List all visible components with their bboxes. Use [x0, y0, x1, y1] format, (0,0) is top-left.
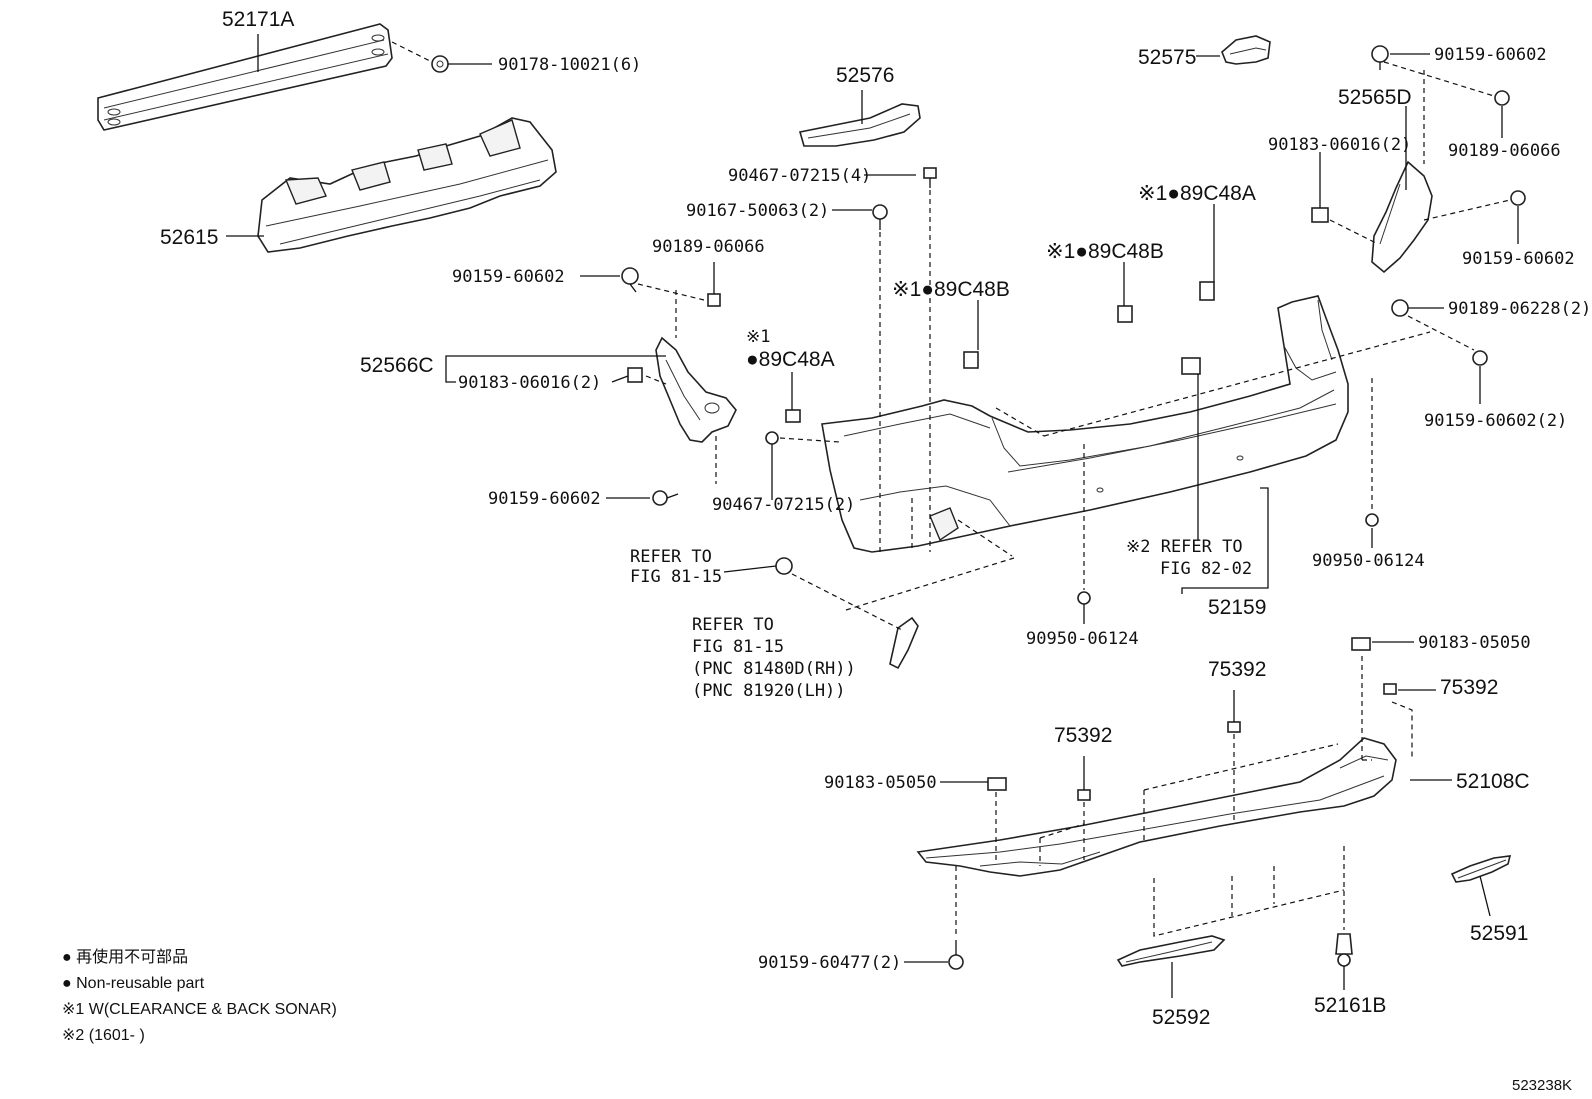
legend-line-1: ● 再使用不可部品	[62, 948, 188, 966]
label-90159-60602-right-mid[interactable]: 90159-60602	[1462, 249, 1575, 269]
label-refer2-line1[interactable]: REFER TO	[692, 615, 774, 635]
legend-line-4: ※2 (1601- )	[62, 1027, 145, 1044]
label-note1-prefix[interactable]: ※1	[746, 327, 770, 347]
label-90950-06124-center[interactable]: 90950-06124	[1026, 629, 1139, 649]
label-refer3-line2[interactable]: FIG 82-02	[1160, 559, 1252, 579]
label-75392-top[interactable]: 75392	[1208, 658, 1266, 681]
label-89C48A-center-right[interactable]: ※1●89C48A	[1138, 182, 1256, 205]
part-reflector	[889, 616, 919, 670]
label-52565D[interactable]: 52565D	[1338, 86, 1412, 109]
label-52566C[interactable]: 52566C	[360, 354, 434, 377]
label-refer2-line4[interactable]: (PNC 81920(LH))	[692, 681, 846, 701]
label-90183-05050-left[interactable]: 90183-05050	[824, 773, 937, 793]
label-52161B[interactable]: 52161B	[1314, 994, 1386, 1017]
part-52591-strip	[1450, 855, 1512, 883]
label-90189-06066-left[interactable]: 90189-06066	[652, 237, 765, 257]
label-52592[interactable]: 52592	[1152, 1006, 1210, 1029]
label-52591[interactable]: 52591	[1470, 922, 1528, 945]
legend-line-2: ● Non-reusable part	[62, 975, 205, 992]
label-90159-60477[interactable]: 90159-60477(2)	[758, 953, 901, 973]
label-90167-50063[interactable]: 90167-50063(2)	[686, 201, 829, 221]
label-refer1-line2[interactable]: FIG 81-15	[630, 567, 722, 587]
label-refer2-line3[interactable]: (PNC 81480D(RH))	[692, 659, 856, 679]
legend: ● 再使用不可部品 ● Non-reusable part ※1 W(CLEAR…	[62, 948, 337, 1044]
part-52592-strip	[1116, 935, 1226, 967]
part-52108C-diffuser	[916, 737, 1397, 877]
label-52171A[interactable]: 52171A	[222, 8, 294, 31]
label-89C48B-center[interactable]: ※1●89C48B	[1046, 240, 1164, 263]
part-52615-absorber	[257, 117, 557, 253]
diagram-id: 523238K	[1512, 1077, 1572, 1094]
part-52576-bracket	[798, 103, 921, 147]
leader-lines	[226, 34, 1519, 998]
label-90467-07215-4[interactable]: 90467-07215(4)	[728, 166, 871, 186]
label-90183-06016-right[interactable]: 90183-06016(2)	[1268, 135, 1411, 155]
label-90467-07215-2[interactable]: 90467-07215(2)	[712, 495, 855, 515]
labels: 52171A 90178-10021(6) 52615 52576 90467-…	[160, 8, 1591, 1029]
label-52615[interactable]: 52615	[160, 226, 218, 249]
part-52159-bumper-cover	[821, 295, 1349, 553]
label-refer2-line2[interactable]: FIG 81-15	[692, 637, 784, 657]
label-75392-left[interactable]: 75392	[1054, 724, 1112, 747]
label-52108C[interactable]: 52108C	[1456, 770, 1530, 793]
label-89C48B-center-left[interactable]: ※1●89C48B	[892, 278, 1010, 301]
label-90189-06066-right[interactable]: 90189-06066	[1448, 141, 1561, 161]
legend-line-3: ※1 W(CLEARANCE & BACK SONAR)	[62, 1001, 337, 1018]
assembly-lines	[391, 41, 1511, 938]
label-90159-60602-left-top[interactable]: 90159-60602	[452, 267, 565, 287]
label-52575[interactable]: 52575	[1138, 46, 1196, 69]
label-90950-06124-right[interactable]: 90950-06124	[1312, 551, 1425, 571]
label-90159-60602-right-bottom[interactable]: 90159-60602(2)	[1424, 411, 1567, 431]
label-refer3-line1[interactable]: ※2 REFER TO	[1126, 537, 1243, 557]
label-refer1-line1[interactable]: REFER TO	[630, 547, 712, 567]
label-90178-10021[interactable]: 90178-10021(6)	[498, 55, 641, 75]
fasteners	[431, 45, 1526, 970]
part-52565D-retainer	[1371, 160, 1433, 274]
label-90189-06228[interactable]: 90189-06228(2)	[1448, 299, 1591, 319]
part-52566C-retainer	[655, 336, 737, 443]
label-89C48A-left[interactable]: ●89C48A	[746, 348, 835, 371]
label-90159-60602-right-top[interactable]: 90159-60602	[1434, 45, 1547, 65]
part-52575-bracket	[1221, 35, 1271, 65]
part-52171A-beam	[97, 23, 393, 131]
label-52576[interactable]: 52576	[836, 64, 894, 87]
label-90159-60602-left-bottom[interactable]: 90159-60602	[488, 489, 601, 509]
label-90183-06016-left[interactable]: 90183-06016(2)	[458, 373, 601, 393]
label-90183-05050-right[interactable]: 90183-05050	[1418, 633, 1531, 653]
label-75392-right[interactable]: 75392	[1440, 676, 1498, 699]
label-52159[interactable]: 52159	[1208, 596, 1266, 619]
